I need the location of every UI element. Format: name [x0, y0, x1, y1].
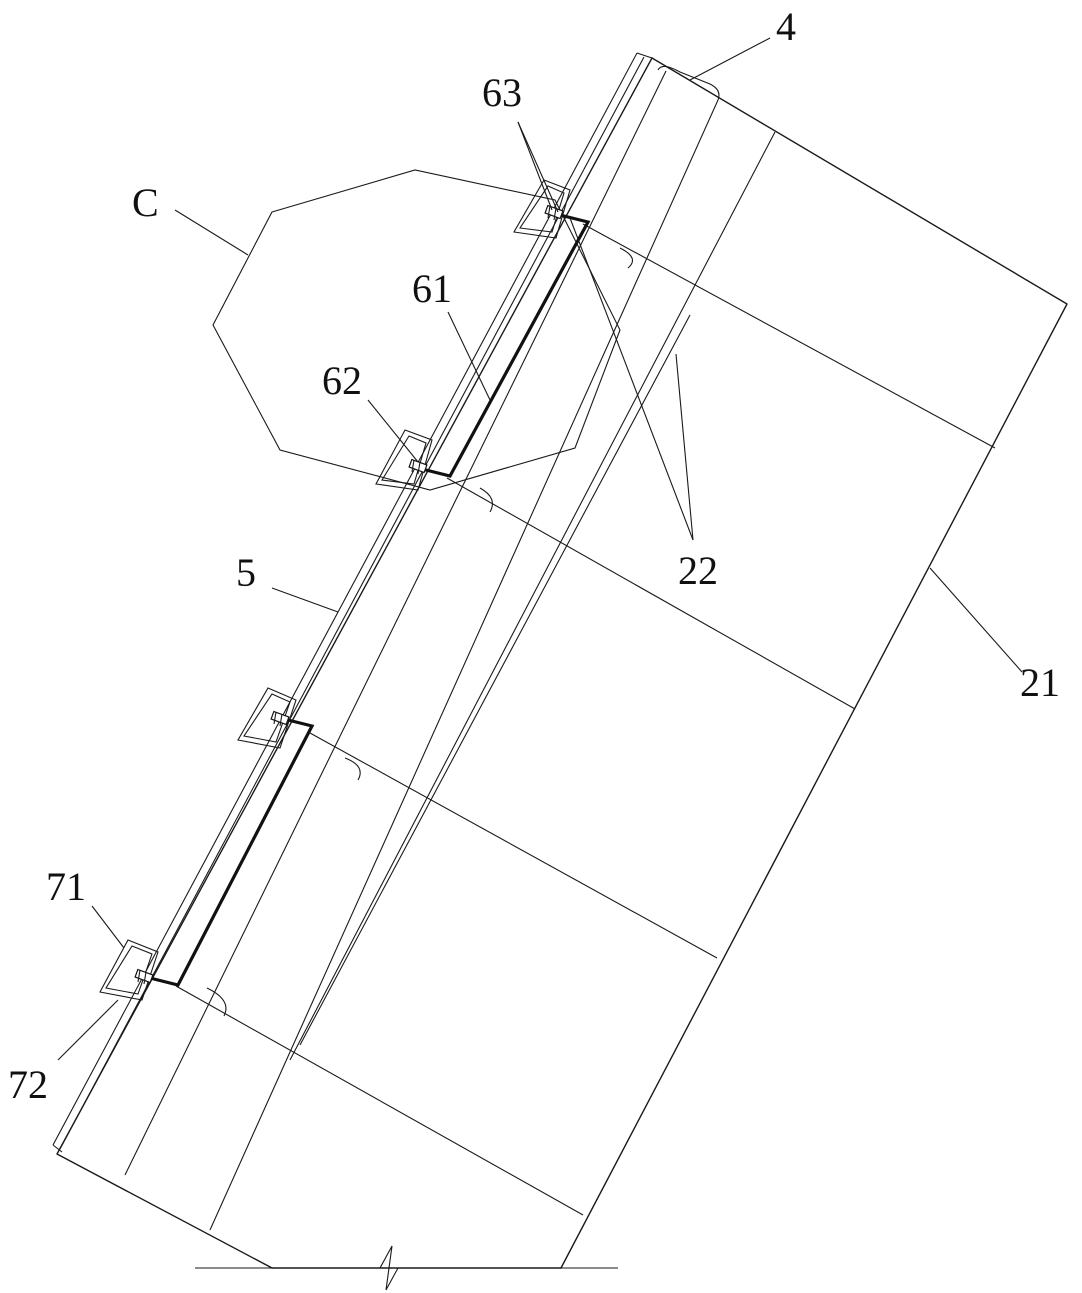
lower-support-rod — [145, 716, 315, 987]
main-wall-body — [56, 57, 1068, 1269]
leader-22-a — [569, 217, 694, 541]
leader-22-b — [675, 353, 694, 541]
detail-outline-c — [212, 169, 621, 491]
label-22: 22 — [678, 548, 718, 593]
joint-curve-1 — [619, 247, 634, 269]
label-21: 21 — [1020, 660, 1060, 705]
division-line-3 — [309, 732, 718, 959]
label-63: 63 — [482, 70, 522, 115]
leader-c — [174, 209, 249, 256]
cladding-strip-inner — [59, 56, 645, 1150]
panel-layer-line-b — [209, 99, 719, 1231]
leader-21 — [929, 567, 1023, 673]
lower-clip-top — [237, 687, 297, 749]
leader-61 — [447, 311, 491, 401]
division-line-4 — [175, 985, 584, 1216]
division-lines — [175, 223, 996, 1216]
upper-bracket-assembly — [375, 179, 591, 491]
joint-curve-4 — [206, 987, 227, 1017]
label-4: 4 — [776, 4, 796, 49]
cladding-strip-outer — [52, 52, 638, 1146]
panel-top-curve — [657, 65, 720, 101]
lower-bolt-bottom — [134, 968, 154, 985]
cladding-strips — [52, 52, 776, 1231]
label-5: 5 — [236, 550, 256, 595]
leader-4 — [689, 37, 771, 81]
leader-63-b — [517, 121, 559, 213]
reference-labels: 4 63 C 61 62 22 5 21 71 72 — [8, 4, 1060, 1107]
wall-left-face — [56, 57, 653, 1269]
label-72: 72 — [8, 1062, 48, 1107]
panel-layer-line-d — [299, 314, 691, 1046]
leader-62 — [367, 399, 419, 463]
upper-clip-62 — [375, 429, 433, 491]
lower-clip-71 — [99, 939, 159, 1001]
leader-63-a — [517, 121, 553, 211]
upper-bolt-top — [544, 204, 564, 221]
label-c: C — [132, 180, 159, 225]
division-line-2 — [446, 477, 856, 710]
lower-bracket-assembly — [99, 687, 315, 1001]
leader-lines — [57, 37, 1023, 1061]
leader-5 — [271, 587, 339, 613]
label-71: 71 — [46, 864, 86, 909]
joint-curve-3 — [344, 757, 361, 781]
cladding-bottom-cap — [52, 1144, 63, 1153]
joint-curve-2 — [479, 487, 493, 513]
upper-support-rod-61 — [417, 211, 591, 478]
wall-outer-boundary — [560, 57, 1068, 1269]
break-line — [195, 1245, 618, 1291]
leader-71 — [91, 905, 125, 949]
upper-bolt-bottom — [408, 458, 428, 475]
upper-clip-63 — [513, 179, 571, 239]
division-line-1 — [582, 223, 996, 449]
panel-layer-line-a — [124, 70, 667, 1176]
label-61: 61 — [412, 266, 452, 311]
lower-bolt-top — [270, 710, 290, 727]
cladding-top-cap — [636, 52, 653, 59]
label-62: 62 — [322, 358, 362, 403]
panel-layer-line-c — [289, 131, 776, 1061]
leader-72 — [57, 999, 119, 1061]
